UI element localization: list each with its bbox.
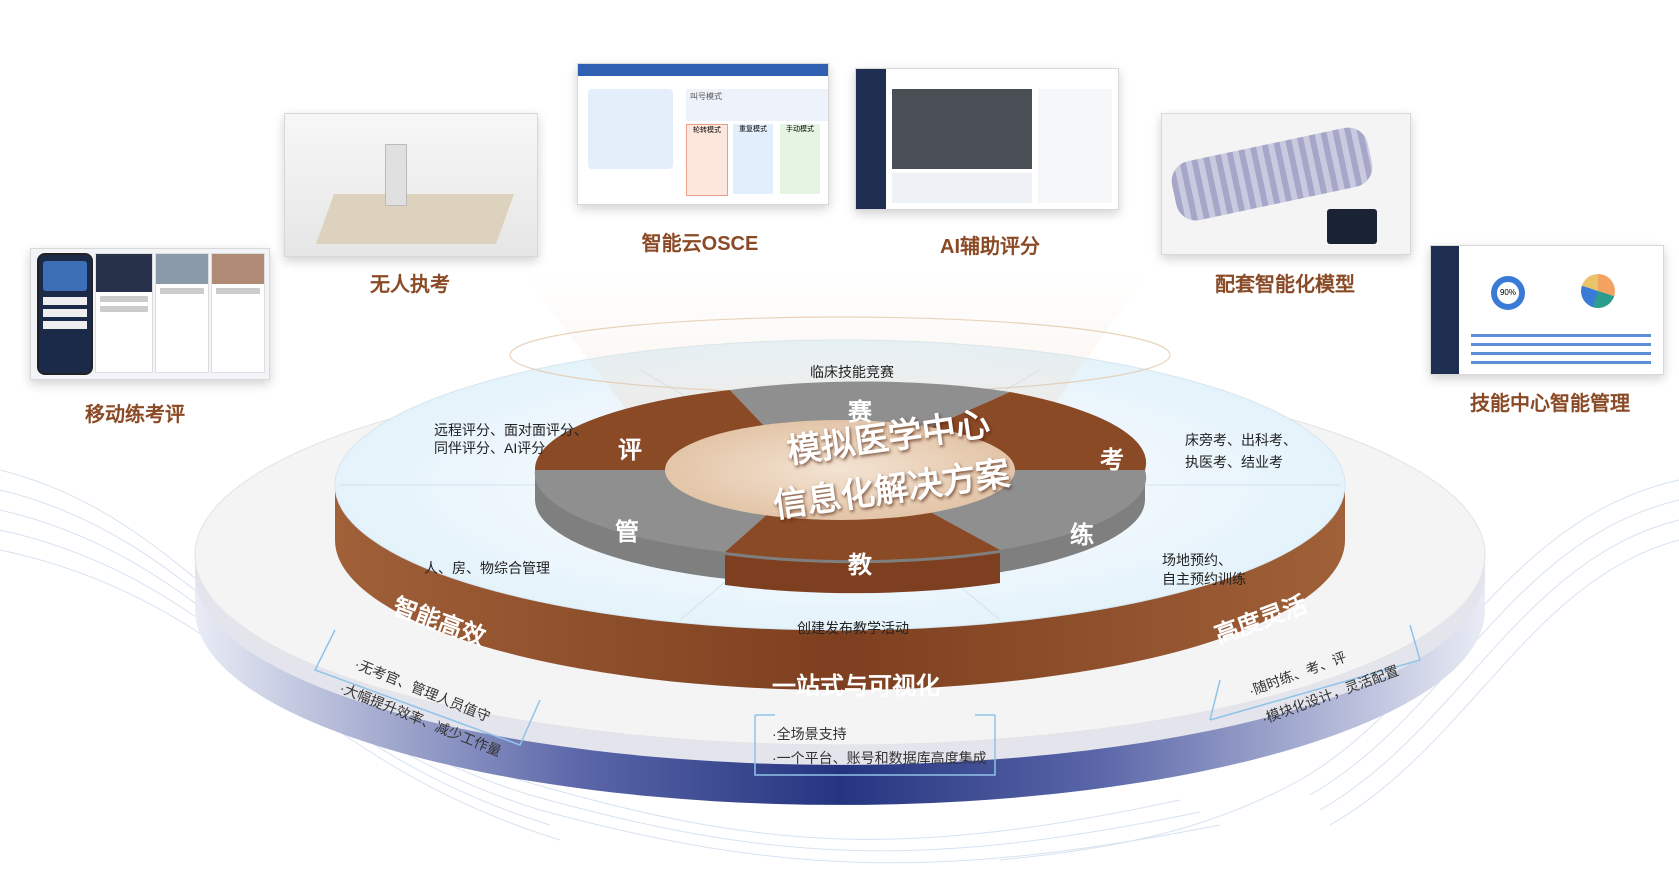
- desc-teaching: 创建发布教学活动: [797, 620, 909, 636]
- desc-management: 人、房、物综合管理: [424, 560, 550, 576]
- desc-evaluation-1: 远程评分、面对面评分、: [434, 422, 588, 438]
- osce-thumbnail: 叫号模式 轮转模式 重复模式 手动模式: [577, 63, 829, 205]
- osce-mode-repeat: 重复模式: [733, 124, 773, 194]
- product-title-mobile: 移动练考评: [85, 404, 185, 426]
- skill-center-thumbnail: 90%: [1430, 245, 1664, 375]
- ai-scoring-thumbnail: [855, 68, 1119, 210]
- box-center-line2: ·一个平台、账号和数据库高度集成: [772, 750, 987, 766]
- desc-exam-2: 执医考、结业考: [1185, 454, 1283, 470]
- product-title-model: 配套智能化模型: [1215, 274, 1355, 296]
- unmanned-exam-thumbnail: [284, 113, 538, 257]
- inner-ring: [534, 381, 1147, 594]
- product-title-center: 技能中心智能管理: [1470, 393, 1630, 415]
- osce-mode-rotation: 轮转模式: [686, 124, 728, 196]
- product-title-osce: 智能云OSCE: [641, 233, 759, 255]
- donut-percentage: 90%: [1491, 276, 1525, 310]
- box-center-line1: ·全场景支持: [772, 726, 847, 742]
- ring-label-sai: 赛: [848, 399, 872, 426]
- product-title-ai: AI辅助评分: [940, 236, 1040, 258]
- desc-practice-1: 场地预约、: [1162, 552, 1232, 568]
- ring-label-lian: 练: [1070, 522, 1094, 549]
- desc-competition: 临床技能竞赛: [810, 364, 894, 380]
- desc-exam-1: 床旁考、出科考、: [1185, 432, 1297, 448]
- desc-practice-2: 自主预约训练: [1162, 571, 1246, 587]
- ring-label-jiao: 教: [848, 552, 872, 579]
- smart-model-thumbnail: [1161, 113, 1411, 255]
- ring-label-ping: 评: [618, 437, 642, 464]
- feature-boxes: [313, 624, 1421, 776]
- mobile-app-thumbnail: [30, 248, 270, 380]
- desc-evaluation-2: 同伴评分、AI评分: [434, 440, 546, 456]
- osce-mode-label: 叫号模式: [686, 89, 828, 121]
- band-label-one-stop: 一站式与可视化: [772, 673, 940, 700]
- product-title-unmanned: 无人执考: [370, 274, 450, 296]
- ring-label-kao: 考: [1100, 447, 1124, 474]
- ring-label-guan: 管: [615, 519, 639, 546]
- osce-mode-manual: 手动模式: [780, 124, 820, 194]
